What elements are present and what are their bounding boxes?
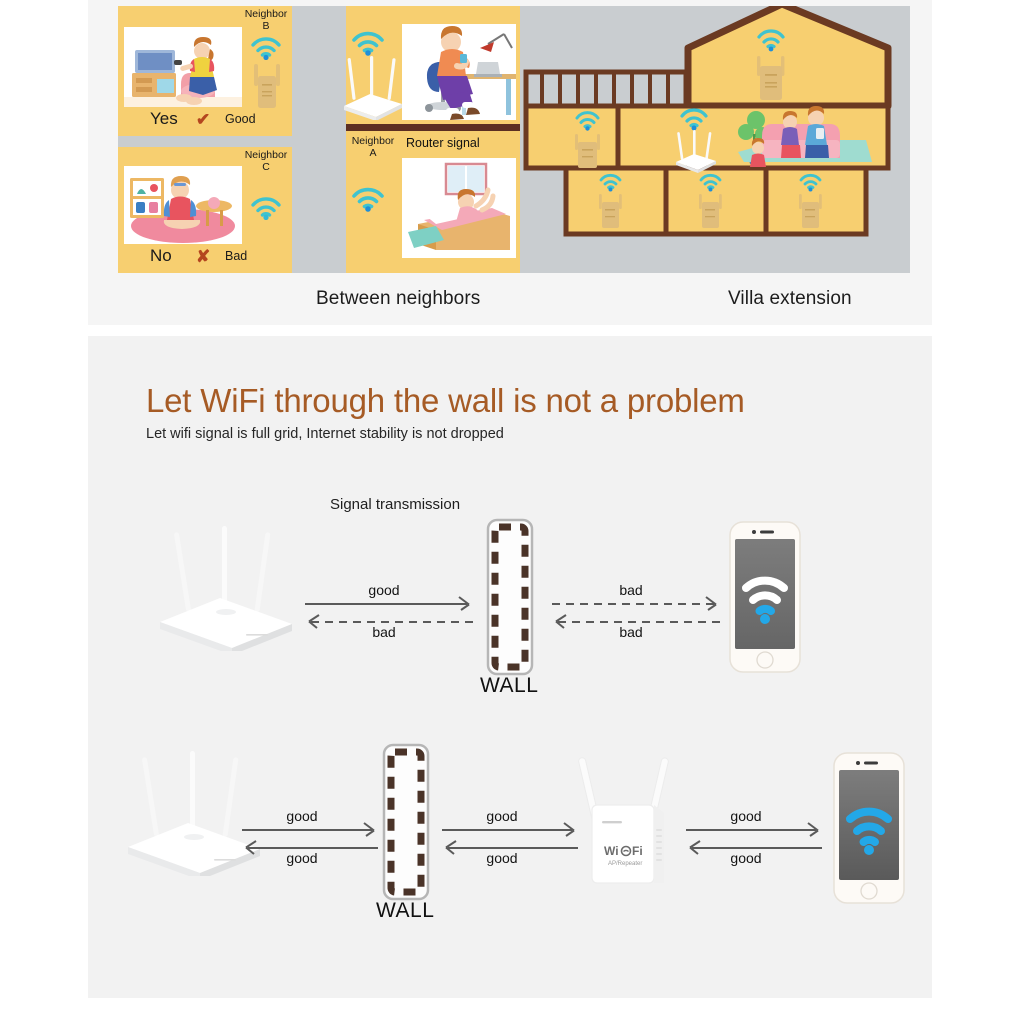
subheadline: Let wifi signal is full grid, Internet s… bbox=[146, 426, 504, 442]
router-device-top bbox=[340, 54, 406, 125]
verdict-yes: Yes bbox=[150, 109, 178, 128]
between-neighbors-scene: Neighbor B bbox=[118, 6, 520, 273]
label-router-signal: Router signal bbox=[406, 136, 480, 150]
label-neighbor-c: Neighbor C bbox=[244, 149, 288, 173]
arrow-pair-row2-right bbox=[684, 814, 824, 869]
router-device-row2 bbox=[118, 751, 268, 881]
svg-text:AP/Repeater: AP/Repeater bbox=[608, 861, 642, 867]
villa-extension-scene bbox=[520, 0, 910, 273]
smartphone-row1 bbox=[724, 520, 808, 681]
quality-good: Good bbox=[225, 112, 256, 126]
scene-woman-watching-tv bbox=[124, 27, 242, 107]
wifi-repeater-row2: Wi Fi AP/Repeater bbox=[568, 751, 680, 898]
arrow-pair-row1-right bbox=[550, 588, 722, 643]
label-row1-right-bottom: bad bbox=[619, 624, 643, 640]
label-row2-mid-bottom: good bbox=[486, 850, 518, 866]
label-row2-mid-top: good bbox=[486, 808, 518, 824]
label-row1-left-bottom: bad bbox=[372, 624, 396, 640]
wifi-icon-router-top bbox=[350, 28, 386, 61]
label-neighbor-a: Neighbor A bbox=[351, 135, 395, 159]
svg-text:Wi: Wi bbox=[604, 844, 619, 858]
svg-text:Fi: Fi bbox=[632, 844, 643, 858]
label-signal-transmission: Signal transmission bbox=[330, 496, 461, 513]
scene-woman-in-bed bbox=[402, 158, 516, 258]
label-row1-left-top: good bbox=[368, 582, 400, 598]
top-section: Neighbor B bbox=[88, 0, 932, 325]
arrow-pair-row1-left bbox=[303, 588, 475, 643]
divider-bar bbox=[346, 124, 520, 131]
caption-villa-extension: Villa extension bbox=[728, 288, 852, 309]
repeater-device-neighbor-b bbox=[253, 58, 281, 115]
bottom-section: Let WiFi through the wall is not a probl… bbox=[88, 336, 932, 998]
wifi-icon-neighbor-c bbox=[249, 194, 283, 225]
wall-label-row1: WALL bbox=[480, 674, 539, 697]
label-row2-left-top: good bbox=[286, 808, 318, 824]
wall-row2 bbox=[381, 742, 431, 907]
label-row2-right-top: good bbox=[730, 808, 762, 824]
caption-between-neighbors: Between neighbors bbox=[316, 288, 481, 309]
label-row2-left-bottom: good bbox=[286, 850, 318, 866]
verdict-no: No bbox=[150, 246, 172, 265]
router-device-row1 bbox=[150, 526, 300, 656]
wifi-icon-router-bottom bbox=[350, 184, 386, 217]
arrow-pair-row2-mid bbox=[440, 814, 580, 869]
quality-bad: Bad bbox=[225, 249, 248, 263]
label-row1-right-top: bad bbox=[619, 582, 643, 598]
scene-man-at-desk bbox=[402, 24, 516, 120]
cross-icon: ✘ bbox=[196, 247, 211, 266]
wall-label-row2: WALL bbox=[376, 899, 435, 922]
check-icon: ✔ bbox=[196, 110, 211, 129]
headline: Let WiFi through the wall is not a probl… bbox=[146, 382, 745, 419]
arrow-pair-row2-left bbox=[240, 814, 380, 869]
label-neighbor-b: Neighbor B bbox=[244, 8, 288, 32]
scene-man-on-rug bbox=[124, 166, 242, 244]
wifi-icon-neighbor-b bbox=[249, 34, 283, 65]
label-row2-right-bottom: good bbox=[730, 850, 762, 866]
wall-row1 bbox=[485, 517, 535, 682]
smartphone-row2 bbox=[828, 751, 912, 912]
